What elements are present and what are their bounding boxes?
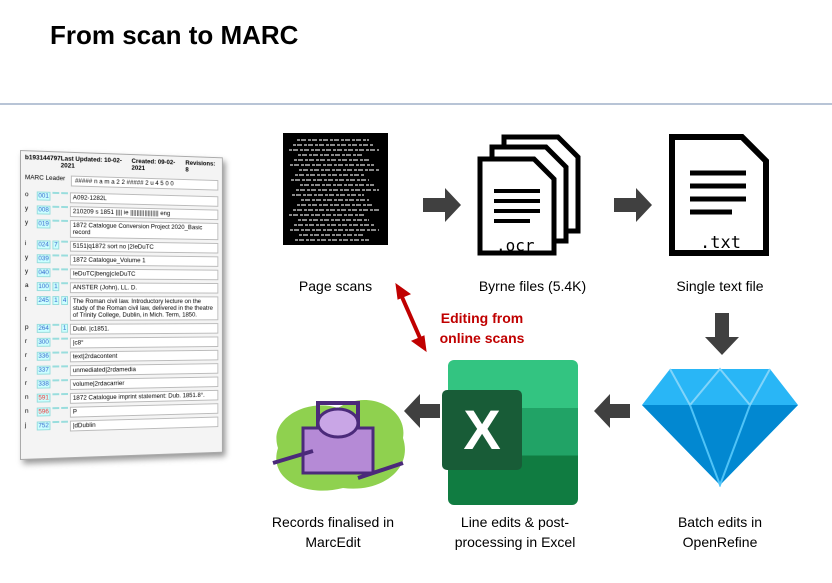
- arrow-left-2: [404, 394, 440, 428]
- excel-letter: X: [442, 390, 522, 470]
- ocr-files-icon: [477, 134, 581, 256]
- label-page-scans: Page scans: [298, 278, 373, 294]
- arrow-right-1: [423, 188, 461, 222]
- ocr-extension: .ocr: [496, 236, 535, 255]
- excel-icon: X: [442, 360, 578, 505]
- arrow-left-1: [594, 394, 630, 428]
- arrow-down: [705, 313, 739, 355]
- label-byrne-files: Byrne files (5.4K): [478, 278, 587, 294]
- marcedit-toolbox-icon: [272, 399, 405, 491]
- page-scan-image: [283, 133, 388, 245]
- title-divider: [0, 103, 832, 105]
- scan-text-lines: [289, 139, 379, 241]
- slide-title: From scan to MARC: [50, 20, 299, 50]
- editing-note: Editing from online scans: [439, 310, 525, 346]
- txt-extension: .txt: [700, 233, 741, 253]
- label-excel: Line edits & post-processing in Excel: [454, 514, 576, 550]
- label-marcedit: Records finalised in MarcEdit: [271, 514, 395, 550]
- label-openrefine: Batch edits in OpenRefine: [677, 514, 763, 550]
- editing-double-arrow: [395, 282, 427, 353]
- text-file-icon: [669, 134, 769, 256]
- arrow-right-2: [614, 188, 652, 222]
- openrefine-diamond-icon: [642, 367, 798, 487]
- label-single-text-file: Single text file: [676, 278, 764, 294]
